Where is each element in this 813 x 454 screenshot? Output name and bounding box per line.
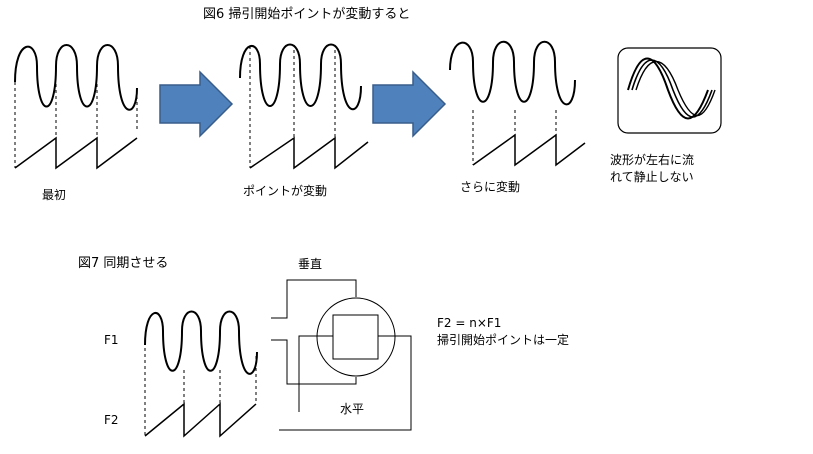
stage2-sine-wave xyxy=(239,43,362,111)
stage1-sawtooth xyxy=(14,136,138,170)
stage2-dashed-guides xyxy=(249,46,336,168)
formula-note: 掃引開始ポイントは一定 xyxy=(437,333,570,347)
result-note-line2: れて静止しない xyxy=(610,170,694,184)
f1-label: F1 xyxy=(104,333,119,347)
f2-label: F2 xyxy=(104,413,119,427)
stage2-sawtooth xyxy=(249,136,369,170)
fig7-title: 図7 同期させる xyxy=(78,256,169,271)
fig6-title: 図6 掃引開始ポイントが変動すると xyxy=(203,7,411,22)
result-note-line1: 波形が左右に流 xyxy=(610,153,695,167)
stage2-label: ポイントが変動 xyxy=(243,184,328,198)
result-note: 波形が左右に流 れて静止しない xyxy=(610,152,694,186)
fig7-sine-wave xyxy=(144,310,258,375)
arrow-right-2 xyxy=(372,70,447,138)
stage1-dashed-guides xyxy=(14,82,138,168)
horizontal-label: 水平 xyxy=(340,402,365,416)
stage1-label: 最初 xyxy=(42,188,67,202)
stage1-sine-wave xyxy=(14,44,138,111)
fig7-sawtooth xyxy=(144,402,257,438)
stage3-label: さらに変動 xyxy=(460,180,521,194)
stage3-sawtooth xyxy=(472,133,586,167)
arrow-right-1 xyxy=(159,70,234,138)
vertical-label: 垂直 xyxy=(298,257,323,271)
drifting-waveform-screen xyxy=(617,47,722,134)
crt-schematic xyxy=(271,279,412,431)
stage3-sine-wave xyxy=(449,41,576,106)
formula: F2 = n×F1 xyxy=(437,316,502,330)
